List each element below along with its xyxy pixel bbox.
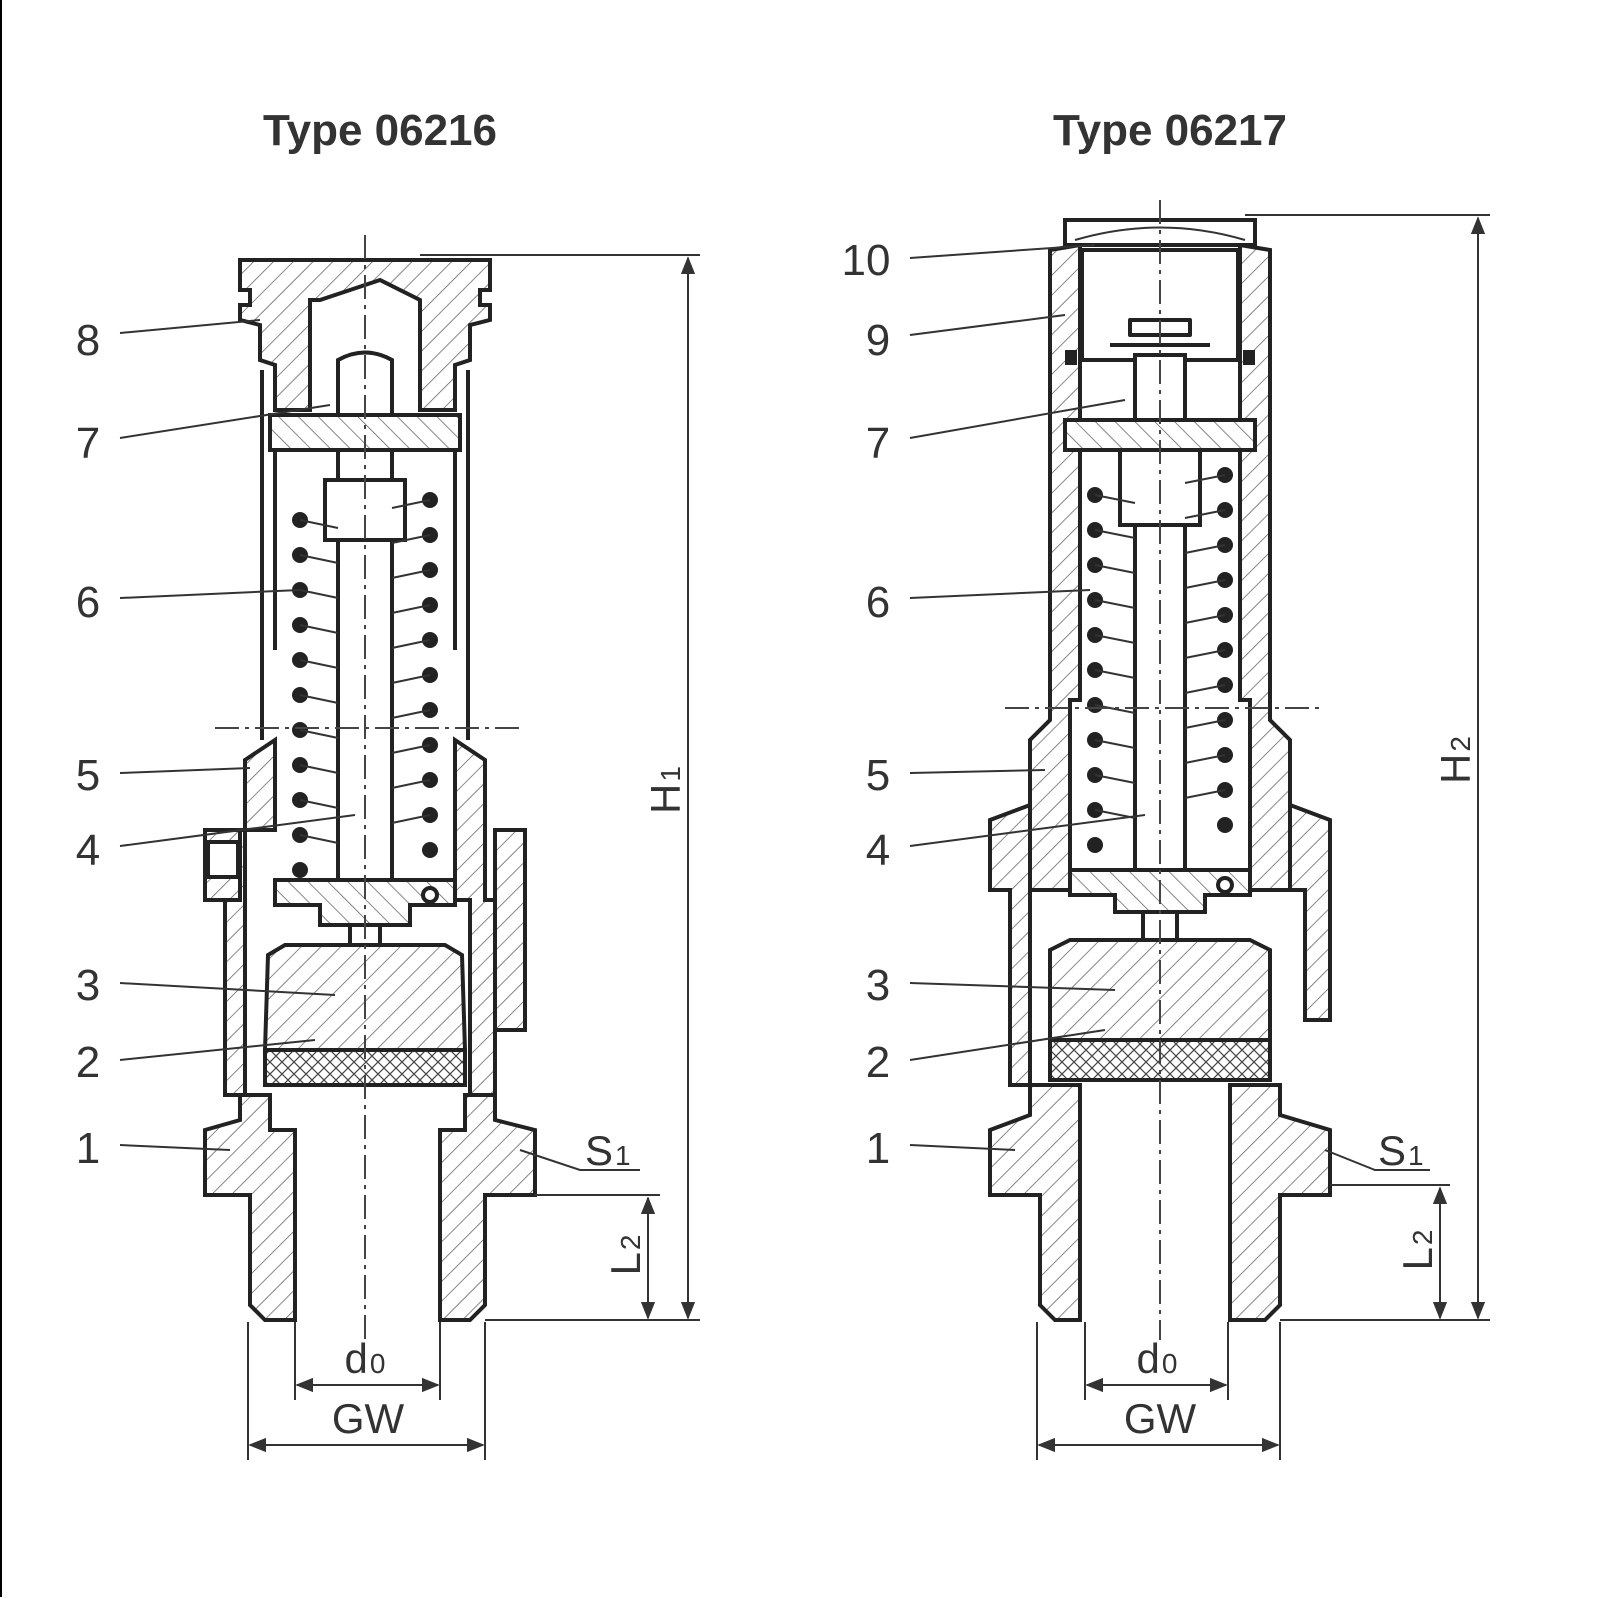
dim-l-sub-right: 2 [1407, 1230, 1438, 1246]
dim-l-right: L [1394, 1247, 1441, 1270]
label-3-right: 3 [866, 961, 890, 1010]
label-9-right: 9 [866, 316, 890, 365]
svg-text:L2: L2 [1394, 1230, 1441, 1271]
dim-h-right: H [1432, 754, 1479, 784]
dim-s-sub-right: 1 [1408, 1140, 1424, 1171]
dim-s-sub-left: 1 [615, 1140, 631, 1171]
part-1-body-left [203, 1093, 537, 1322]
dim-l-sub-left: 2 [615, 1235, 646, 1251]
part-8-cap-left [238, 258, 492, 412]
svg-text:S1: S1 [1378, 1127, 1424, 1174]
label-4-left: 4 [76, 826, 100, 875]
dim-h-left: H [642, 784, 689, 814]
part-5-bonnet-right [1028, 242, 1082, 892]
leaders-right [909, 244, 1430, 1171]
dimensions-right [1036, 214, 1490, 1460]
lock-screw-left [206, 840, 240, 879]
part-6-spring-right [1087, 467, 1233, 853]
dim-h-sub-right: 2 [1445, 736, 1476, 752]
label-6-left: 6 [76, 578, 100, 627]
svg-text:S1: S1 [585, 1127, 631, 1174]
part-5-bonnet-right-side [1238, 242, 1292, 892]
spring-tube-left [260, 370, 470, 740]
label-6-right: 6 [866, 578, 890, 627]
lifting-nut-right [1110, 318, 1210, 347]
label-4-right: 4 [866, 826, 890, 875]
label-2-right: 2 [866, 1038, 890, 1087]
lower-spring-plate-left [273, 878, 457, 927]
dimensions-left [247, 254, 700, 1460]
dim-d-sub-right: 0 [1162, 1348, 1178, 1379]
title-right: Type 06217 [1053, 106, 1287, 155]
label-3-left: 3 [76, 961, 100, 1010]
svg-text:H1: H1 [642, 766, 689, 814]
valve-right: Type 06217 [842, 106, 1490, 1460]
label-2-left: 2 [76, 1038, 100, 1087]
label-10-right: 10 [842, 236, 891, 285]
label-1-left: 1 [76, 1124, 100, 1173]
dim-s-left: S [585, 1127, 613, 1174]
dim-s-right: S [1378, 1127, 1406, 1174]
label-5-right: 5 [866, 751, 890, 800]
dim-d-right: d [1137, 1335, 1160, 1382]
label-8-left: 8 [76, 316, 100, 365]
svg-text:d0: d0 [345, 1335, 386, 1382]
label-7-left: 7 [76, 419, 100, 468]
part-5-bonnet-right-left [453, 736, 497, 1097]
dim-l-left: L [602, 1252, 649, 1275]
title-left: Type 06216 [263, 106, 497, 155]
label-7-right: 7 [866, 419, 890, 468]
svg-text:L2: L2 [602, 1235, 649, 1276]
dim-gw-right: GW [1124, 1395, 1197, 1442]
part-1-body-right [988, 1083, 1332, 1322]
part-9-cap-right [1080, 248, 1240, 362]
valve-left: Type 06216 [76, 106, 700, 1460]
part-6-spring-left [292, 492, 438, 878]
svg-text:H2: H2 [1432, 736, 1479, 784]
label-5-left: 5 [76, 751, 100, 800]
dim-h-sub-left: 1 [655, 766, 686, 782]
svg-text:d0: d0 [1137, 1335, 1178, 1382]
leaders-left [119, 319, 640, 1171]
dim-d-sub-left: 0 [370, 1348, 386, 1379]
dim-d-left: d [345, 1335, 368, 1382]
label-1-right: 1 [866, 1124, 890, 1173]
dim-gw-left: GW [332, 1395, 405, 1442]
union-nut-right [988, 802, 1332, 1087]
